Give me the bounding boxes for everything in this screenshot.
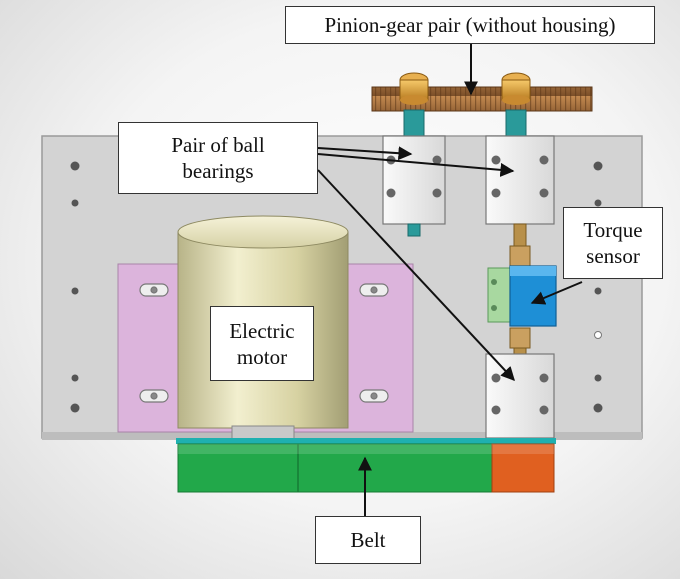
label-motor-line1: Electric xyxy=(229,318,295,343)
label-torque-line2: sensor xyxy=(586,244,640,268)
gear-nut-right xyxy=(501,72,531,137)
label-ball-bearings: Pair of ball bearings xyxy=(118,122,318,194)
plate-holes xyxy=(70,161,603,413)
ball-bearing-lower xyxy=(485,353,555,439)
label-pinion-gear: Pinion-gear pair (without housing) xyxy=(285,6,655,44)
shaft-coupling-upper xyxy=(509,223,531,267)
callout-arrows xyxy=(317,44,583,516)
label-motor-line2: motor xyxy=(236,344,288,369)
pinion-gear-pair xyxy=(371,72,593,137)
ball-bearing-right xyxy=(485,135,555,225)
arrow-bearing-right xyxy=(317,153,515,177)
label-torque-line1: Torque xyxy=(583,218,643,242)
shaft-coupling-lower xyxy=(509,327,531,357)
torque-sensor xyxy=(487,265,557,327)
arrow-torque xyxy=(530,281,583,305)
label-ball-bearings-line1: Pair of ball xyxy=(171,133,265,157)
arrow-bearing-left xyxy=(317,146,413,161)
motor-mount-slots xyxy=(139,283,389,403)
belt xyxy=(176,438,556,493)
label-electric-motor: Electric motor xyxy=(210,306,314,381)
gear-nut-left xyxy=(399,72,429,137)
ball-bearing-left xyxy=(382,135,446,237)
label-ball-bearings-line2: bearings xyxy=(182,159,254,183)
base-plate-bottom-edge xyxy=(42,432,642,440)
label-torque-sensor: Torque sensor xyxy=(563,207,663,279)
arrow-bearing-lower xyxy=(317,169,515,382)
label-belt: Belt xyxy=(315,516,421,564)
